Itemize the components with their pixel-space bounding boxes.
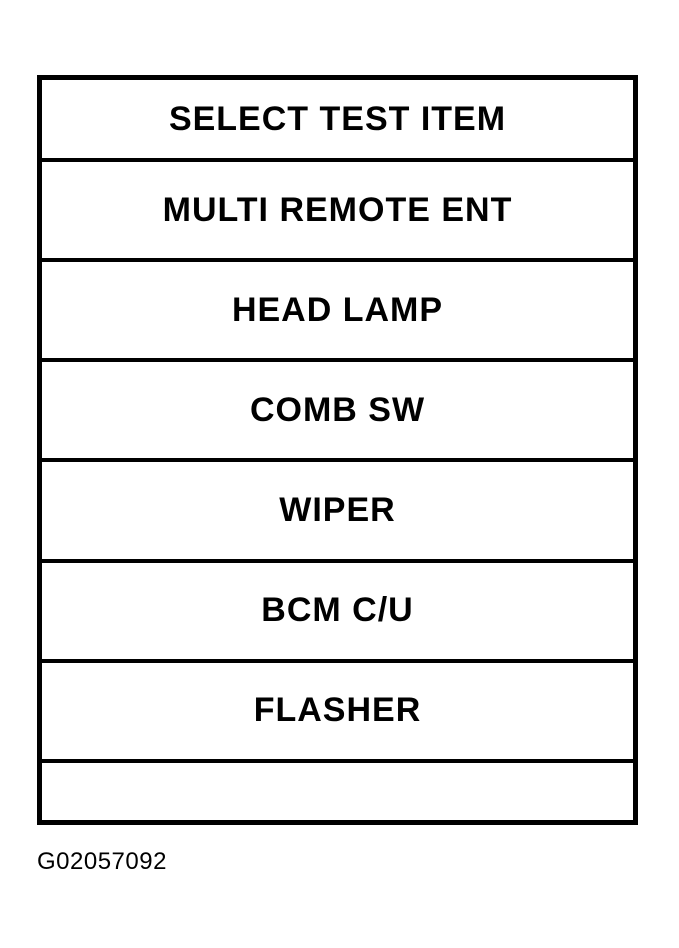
- menu-item-flasher[interactable]: FLASHER: [42, 658, 633, 759]
- select-test-item-menu: SELECT TEST ITEM MULTI REMOTE ENT HEAD L…: [37, 75, 638, 825]
- menu-title: SELECT TEST ITEM: [168, 99, 507, 138]
- menu-item-wiper[interactable]: WIPER: [42, 458, 633, 558]
- menu-item-empty: [42, 758, 633, 820]
- menu-item-multi-remote-ent[interactable]: MULTI REMOTE ENT: [42, 158, 633, 258]
- figure-id: G02057092: [37, 848, 167, 875]
- menu-item-label: HEAD LAMP: [231, 290, 444, 329]
- menu-item-label: MULTI REMOTE ENT: [162, 190, 513, 229]
- menu-item-head-lamp[interactable]: HEAD LAMP: [42, 258, 633, 358]
- menu-item-comb-sw[interactable]: COMB SW: [42, 358, 633, 458]
- menu-item-label: FLASHER: [253, 691, 422, 730]
- menu-header: SELECT TEST ITEM: [42, 80, 633, 158]
- menu-item-label: WIPER: [279, 490, 396, 529]
- menu-item-bcm-cu[interactable]: BCM C/U: [42, 558, 633, 659]
- menu-item-label: COMB SW: [249, 390, 426, 429]
- menu-item-label: BCM C/U: [261, 591, 414, 630]
